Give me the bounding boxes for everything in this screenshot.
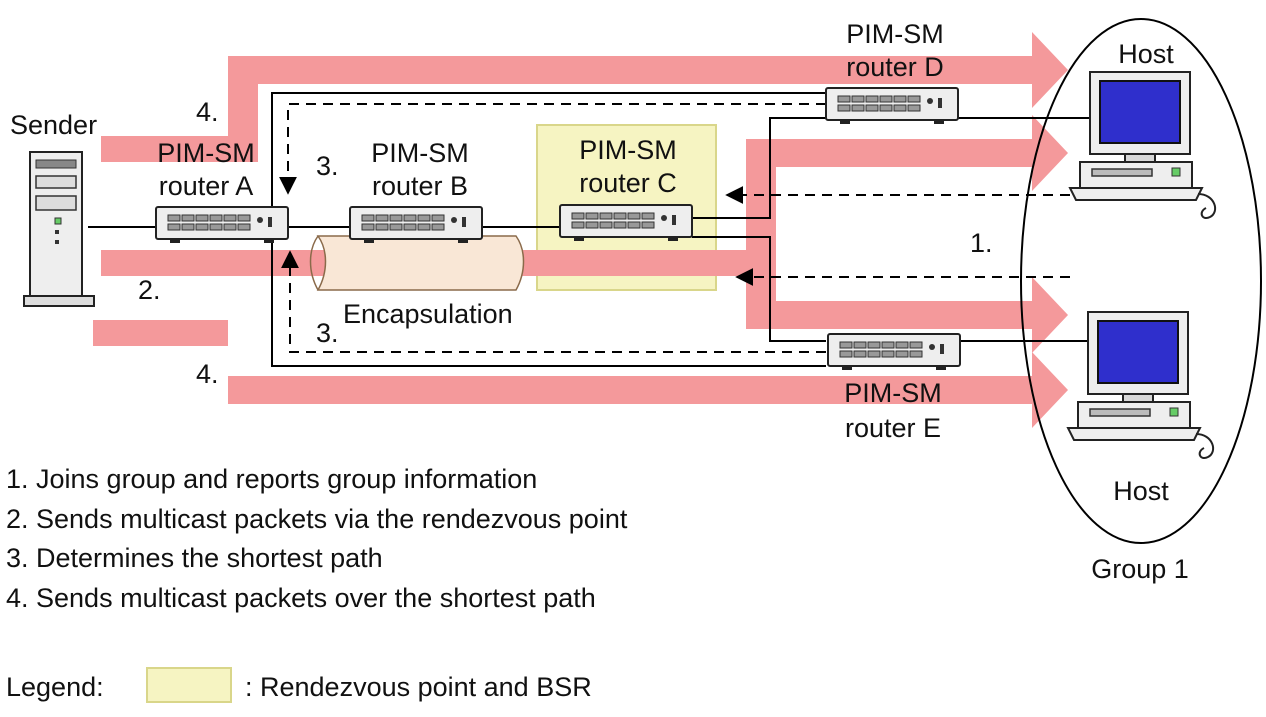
group-ellipse xyxy=(1020,18,1262,544)
host-top-icon xyxy=(1069,71,1217,220)
step-2-marker: 2. xyxy=(138,275,161,305)
link-a-e xyxy=(271,243,826,367)
router-e-label-line2: router E xyxy=(845,413,941,443)
step-description-1: 1. Joins group and reports group informa… xyxy=(6,464,537,494)
router-d-icon xyxy=(825,87,959,125)
step-3-bottom-marker: 3. xyxy=(316,318,339,348)
step-description-2: 2. Sends multicast packets via the rende… xyxy=(6,504,628,534)
legend-text: : Rendezvous point and BSR xyxy=(245,672,592,702)
router-e-label-line1: PIM-SM xyxy=(844,378,942,408)
network-lines xyxy=(88,92,1090,367)
shortest-path-top xyxy=(279,103,826,195)
group-label: Group 1 xyxy=(1091,554,1189,584)
router-d-label-line1: PIM-SM xyxy=(846,19,944,49)
router-a-label-line1: PIM-SM xyxy=(157,138,255,168)
encapsulation-label: Encapsulation xyxy=(343,299,513,329)
step-3-top-marker: 3. xyxy=(316,151,339,181)
router-c-label-line1: PIM-SM xyxy=(579,135,677,165)
router-d-label-line2: router D xyxy=(846,52,944,82)
router-b-label-line2: router B xyxy=(372,171,468,201)
router-c-icon xyxy=(559,204,693,242)
flow-arrow-4-bottom xyxy=(93,320,1068,428)
encapsulation-tube-edge xyxy=(309,235,319,291)
link-c-e xyxy=(692,236,826,342)
flow-arrow-c-branches xyxy=(746,115,1068,353)
dashed-paths xyxy=(279,103,1070,353)
step-4-bottom-marker: 4. xyxy=(196,359,219,389)
router-a-icon xyxy=(155,206,289,244)
router-b-icon xyxy=(349,206,483,244)
sender-server-icon xyxy=(23,151,95,307)
encapsulation-tube xyxy=(316,235,525,291)
step-1-marker: 1. xyxy=(970,228,993,258)
host-bottom-icon xyxy=(1067,311,1215,460)
link-c-d xyxy=(692,117,826,219)
sender-label: Sender xyxy=(10,110,97,140)
router-b-label-line1: PIM-SM xyxy=(371,138,469,168)
router-c-label-line2: router C xyxy=(579,168,677,198)
legend-prefix: Legend: xyxy=(6,672,104,702)
router-e-icon xyxy=(827,333,961,371)
step-description-3: 3. Determines the shortest path xyxy=(6,543,383,573)
legend-swatch xyxy=(146,667,232,703)
host-top-label: Host xyxy=(1118,39,1174,69)
step-4-top-marker: 4. xyxy=(196,97,219,127)
router-a-label-line2: router A xyxy=(159,171,254,201)
link-a-d xyxy=(271,92,826,212)
shortest-path-bottom xyxy=(281,250,826,353)
host-bottom-label: Host xyxy=(1113,476,1169,506)
step-description-4: 4. Sends multicast packets over the shor… xyxy=(6,583,596,613)
flow-arrow-4-top xyxy=(101,32,1068,162)
